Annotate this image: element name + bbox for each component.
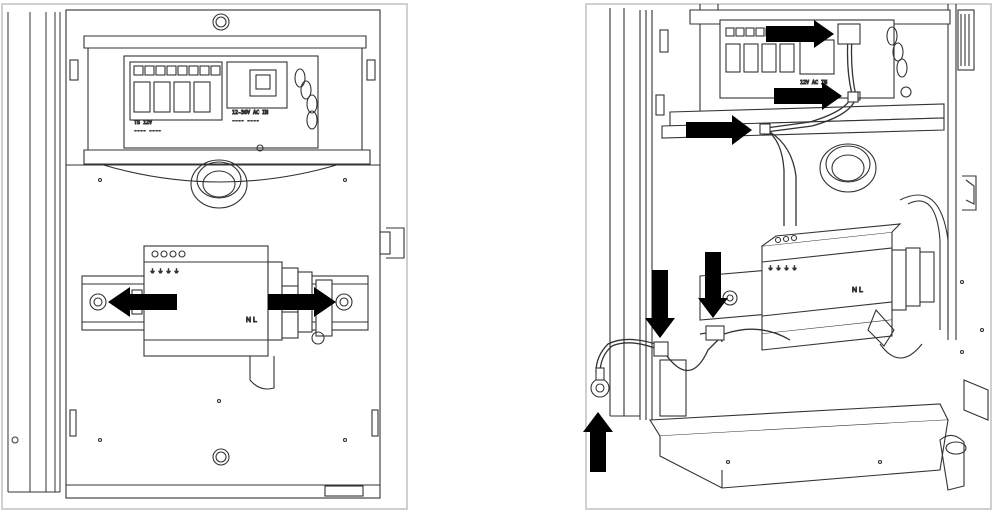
left-cabinet-wall <box>7 12 61 493</box>
svg-text:12V AC IN: 12V AC IN <box>800 80 827 86</box>
left-grommet <box>190 159 248 209</box>
right-panel: 12V AC IN ⏚ ⏚ ⏚ ⏚ N <box>583 3 992 510</box>
right-arrow-board-connector-mid <box>774 82 842 110</box>
left-arrow-rail-screw-left <box>108 287 177 317</box>
right-connectors <box>590 23 861 398</box>
left-board-shelf: 12-36V AC IN ---- ---- TS 12V ---- ---- <box>83 35 371 183</box>
left-module-terminal-marks: N L <box>246 317 257 324</box>
right-arrow-cable-clip-wall-a <box>645 270 675 338</box>
left-arrow-rail-screw-right <box>268 287 336 317</box>
right-module-terminal-marks: N L <box>852 287 863 294</box>
right-bottom-tray <box>649 359 967 491</box>
right-arrow-board-connector-top <box>766 20 834 48</box>
right-arrow-cable-clip-board <box>686 115 752 145</box>
svg-text:---- ----: ---- ---- <box>134 128 161 134</box>
svg-text:---- ----: ---- ---- <box>232 118 259 124</box>
right-arrow-ground-ring-terminal <box>583 412 613 472</box>
left-module-top-text: ⏚ ⏚ ⏚ ⏚ <box>150 268 179 275</box>
left-panel: 12-36V AC IN ---- ---- TS 12V ---- ---- <box>1 3 408 510</box>
svg-text:12-36V AC IN: 12-36V AC IN <box>232 110 268 116</box>
right-module-top-text: ⏚ ⏚ ⏚ ⏚ <box>768 265 797 272</box>
svg-text:TS 12V: TS 12V <box>134 120 152 126</box>
right-grommet <box>819 143 949 330</box>
left-back-plate <box>65 9 405 499</box>
right-arrow-cable-clip-wall-b <box>698 252 728 318</box>
right-power-module: ⏚ ⏚ ⏚ ⏚ N L <box>761 223 935 359</box>
